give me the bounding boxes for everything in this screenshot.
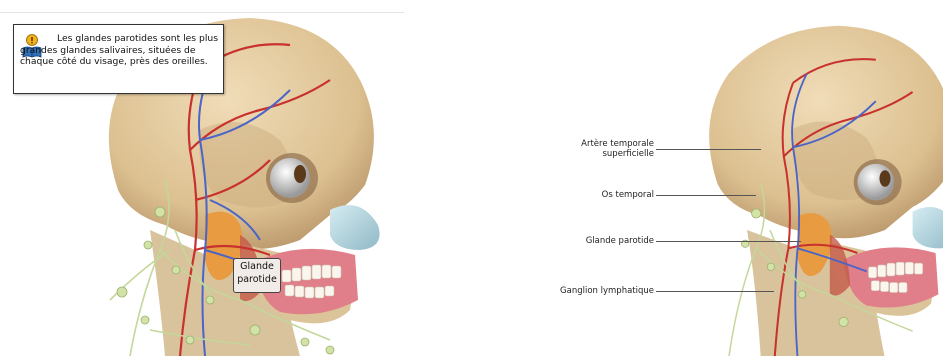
info-popup: Les glandes parotides sont les plus gran… (13, 24, 224, 94)
divider (0, 12, 404, 13)
tooltip-line: parotide (237, 274, 277, 287)
nasal-cartilage (330, 205, 380, 250)
label-lymph-node: Ganglion lymphatique (560, 286, 654, 296)
label-line: Os temporal (602, 190, 654, 200)
parotid-tooltip: Glande parotide (233, 258, 281, 293)
head-3d-render-labeled (404, 0, 943, 356)
leader-line (656, 149, 761, 150)
label-line: Ganglion lymphatique (560, 286, 654, 296)
leader-line (656, 195, 756, 196)
label-temporal-bone: Os temporal (602, 190, 654, 200)
right-labeled-view: Artère temporale superficielle Os tempor… (404, 0, 943, 356)
leader-line (656, 241, 801, 242)
label-parotid-gland: Glande parotide (586, 236, 654, 246)
tooltip-line: Glande (237, 261, 277, 274)
label-line: superficielle (581, 149, 654, 159)
label-superficial-temporal-artery: Artère temporale superficielle (581, 139, 654, 159)
leader-line (656, 291, 774, 292)
label-line: Artère temporale (581, 139, 654, 149)
left-anatomy-view[interactable]: Les glandes parotides sont les plus gran… (0, 0, 404, 356)
info-description: Les glandes parotides sont les plus gran… (20, 33, 220, 68)
label-line: Glande parotide (586, 236, 654, 246)
